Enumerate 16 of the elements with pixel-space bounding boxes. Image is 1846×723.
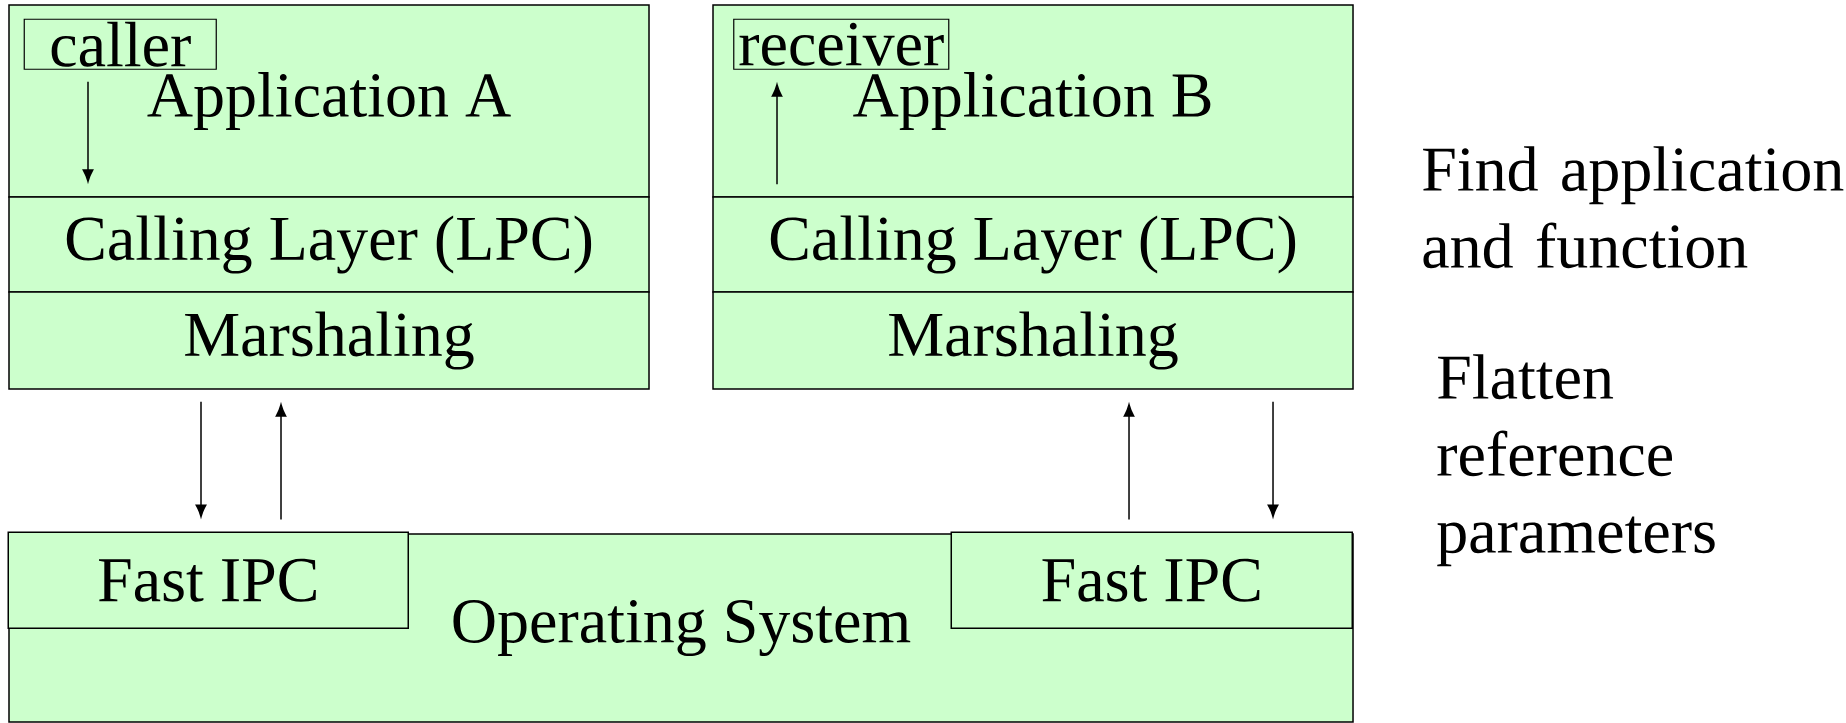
arrow — [1267, 401, 1279, 518]
note-text: Find application and function — [1423, 146, 1844, 269]
layer-box: Marshaling — [8, 291, 650, 390]
note-text: Flatten reference parameters — [1437, 354, 1715, 567]
layer-box: Calling Layer (LPC) — [8, 196, 650, 293]
role-box: receiver — [733, 18, 950, 70]
layer-box: Calling Layer (LPC) — [712, 196, 1354, 293]
arrow — [195, 401, 207, 518]
arrow — [771, 84, 783, 185]
role-box: caller — [23, 18, 217, 70]
layer-box: Marshaling — [712, 291, 1354, 390]
arrow — [275, 403, 287, 521]
arrow — [1123, 403, 1135, 521]
layer-box: Fast IPC — [7, 531, 409, 629]
layer-box: Fast IPC — [950, 531, 1353, 629]
arrow — [82, 81, 94, 183]
